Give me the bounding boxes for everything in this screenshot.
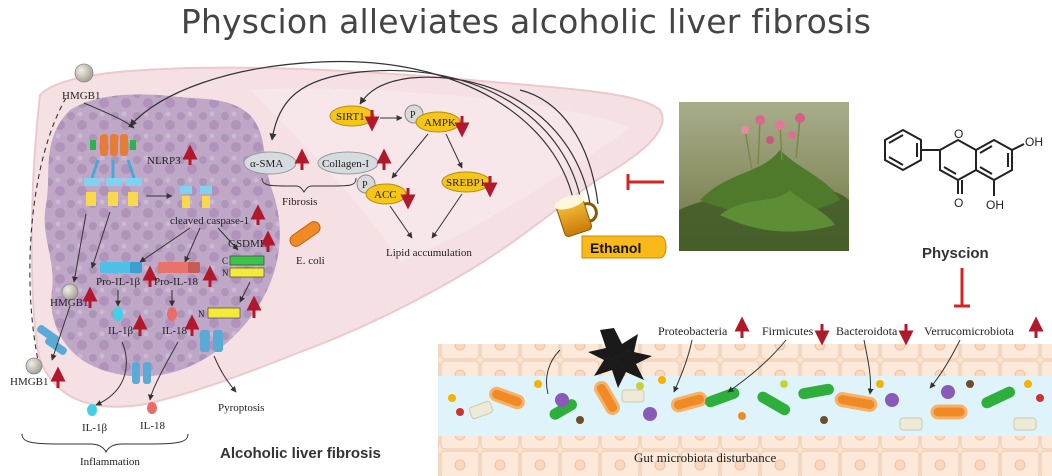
svg-text:Pro-IL-1β: Pro-IL-1β: [96, 276, 140, 288]
svg-text:HMGB1: HMGB1: [10, 376, 49, 388]
svg-text:Collagen-I: Collagen-I: [322, 158, 369, 170]
hmgb1-mid: HMGB1: [50, 283, 98, 309]
svg-text:N: N: [222, 268, 229, 278]
svg-text:Ethanol: Ethanol: [590, 240, 641, 256]
svg-text:ACC: ACC: [374, 189, 397, 201]
svg-text:GSDMD: GSDMD: [228, 238, 268, 250]
svg-text:Bacteroidota: Bacteroidota: [836, 324, 898, 338]
svg-text:Proteobacteria: Proteobacteria: [658, 324, 728, 338]
physcion-structure: [884, 128, 1025, 196]
svg-text:OH: OH: [986, 198, 1004, 212]
ethanol-label: Ethanol: [581, 235, 667, 259]
page-title: Physcion alleviates alcoholic liver fibr…: [180, 2, 872, 41]
gsdmd-n-pore: N: [198, 295, 262, 352]
nlrp3-inflammasome: NLRP3: [84, 134, 198, 206]
liver-caption: Alcoholic liver fibrosis: [220, 445, 381, 462]
plant-photo: [679, 102, 849, 251]
svg-text:O: O: [954, 196, 963, 210]
inflammation-brace: [21, 433, 189, 454]
fibrosis-label: Fibrosis: [282, 196, 317, 208]
collagen-marker: Collagen-I: [317, 148, 392, 175]
svg-text:IL-18: IL-18: [162, 325, 188, 337]
svg-text:NLRP3: NLRP3: [147, 155, 181, 167]
svg-text:IL-1β: IL-1β: [82, 422, 108, 434]
svg-text:N: N: [198, 309, 205, 319]
svg-text:E. coli: E. coli: [296, 255, 325, 267]
il18-out: IL-18: [140, 402, 166, 432]
svg-text:SREBP1: SREBP1: [446, 177, 485, 189]
physcion-label: Physcion: [922, 245, 989, 262]
svg-text:P: P: [362, 180, 368, 191]
asma-marker: α-SMA: [243, 148, 310, 175]
pro-il1b: Pro-IL-1β: [96, 262, 158, 288]
pro-il18: Pro-IL-18: [154, 262, 218, 288]
svg-text:HMGB1: HMGB1: [50, 297, 89, 309]
inflammation-label: Inflammation: [80, 456, 140, 468]
svg-text:SIRT1: SIRT1: [336, 111, 365, 123]
injure-burst: Injure: [588, 328, 652, 388]
svg-text:AMPK: AMPK: [424, 117, 456, 129]
svg-text:P: P: [410, 110, 416, 121]
ethanol-arrows: [129, 60, 599, 209]
gut-bacteria: [448, 376, 1044, 431]
cleaved-caspase-1: cleaved caspase-1: [170, 186, 266, 227]
arrow-dashed-release: [29, 97, 67, 371]
taxa-labels: Proteobacteria Firmicutes Bacteroidota V…: [658, 316, 1044, 346]
sirt1-node: SIRT1: [329, 105, 380, 132]
hmgb1-bottom: HMGB1: [10, 357, 66, 388]
svg-text:α-SMA: α-SMA: [250, 158, 283, 170]
svg-text:IL-1β: IL-1β: [108, 325, 134, 337]
gut-caption: Gut microbiota disturbance: [634, 450, 776, 465]
ecoli: E. coli: [289, 221, 325, 267]
svg-text:Firmicutes: Firmicutes: [762, 324, 814, 338]
svg-text:OH: OH: [1025, 135, 1043, 149]
il1b-out: IL-1β: [82, 404, 108, 434]
ampk-node: P AMPK: [404, 104, 470, 138]
taxa-pointers: [673, 339, 961, 395]
acc-node: P ACC: [356, 174, 416, 210]
svg-text:IL-18: IL-18: [140, 420, 166, 432]
svg-text:HMGB1: HMGB1: [62, 90, 101, 102]
gsdmd: GSDMD C N: [222, 230, 276, 278]
il18-inner: IL-18: [162, 307, 200, 337]
beer-icon: [554, 194, 598, 237]
svg-text:cleaved caspase-1: cleaved caspase-1: [170, 215, 249, 227]
svg-text:Verrucomicrobiota: Verrucomicrobiota: [924, 324, 1015, 338]
lipid-label: Lipid accumulation: [386, 247, 472, 259]
svg-text:C: C: [222, 256, 228, 266]
hmgb1-top: HMGB1: [62, 63, 101, 102]
physcion-atoms: O O OH OH: [954, 127, 1043, 212]
svg-text:Pro-IL-18: Pro-IL-18: [154, 276, 198, 288]
svg-text:O: O: [954, 127, 963, 141]
srebp1-node: SREBP1: [441, 171, 498, 198]
pyroptosis-label: Pyroptosis: [218, 402, 264, 414]
hepatocyte-region: [44, 94, 280, 377]
il1b-inner: IL-1β: [108, 307, 148, 337]
membrane-channel-left: [37, 325, 67, 355]
